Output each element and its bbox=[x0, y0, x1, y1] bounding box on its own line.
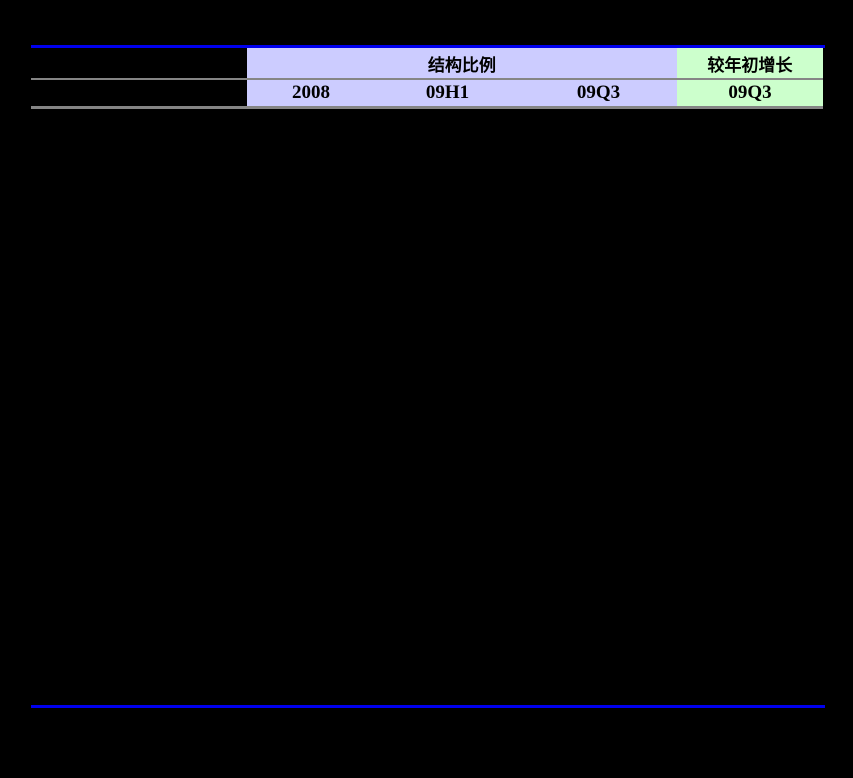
sub-header-row: 2008 09H1 09Q3 09Q3 bbox=[31, 79, 824, 109]
blank-corner-cell bbox=[31, 79, 247, 109]
group-header-structure-ratio: 结构比例 bbox=[247, 48, 678, 80]
report-header-table: 结构比例 较年初增长 2008 09H1 09Q3 09Q3 bbox=[31, 48, 824, 109]
group-header-growth-since-year-start: 较年初增长 bbox=[677, 48, 824, 80]
group-header-row: 结构比例 较年初增长 bbox=[31, 48, 824, 80]
blank-corner-cell bbox=[31, 48, 247, 80]
subheader-growth-09q3: 09Q3 bbox=[677, 79, 824, 109]
top-blue-rule bbox=[31, 45, 825, 48]
subheader-09q3: 09Q3 bbox=[520, 79, 678, 109]
subheader-2008: 2008 bbox=[247, 79, 375, 109]
bottom-blue-rule bbox=[31, 705, 825, 708]
subheader-09h1: 09H1 bbox=[375, 79, 520, 109]
